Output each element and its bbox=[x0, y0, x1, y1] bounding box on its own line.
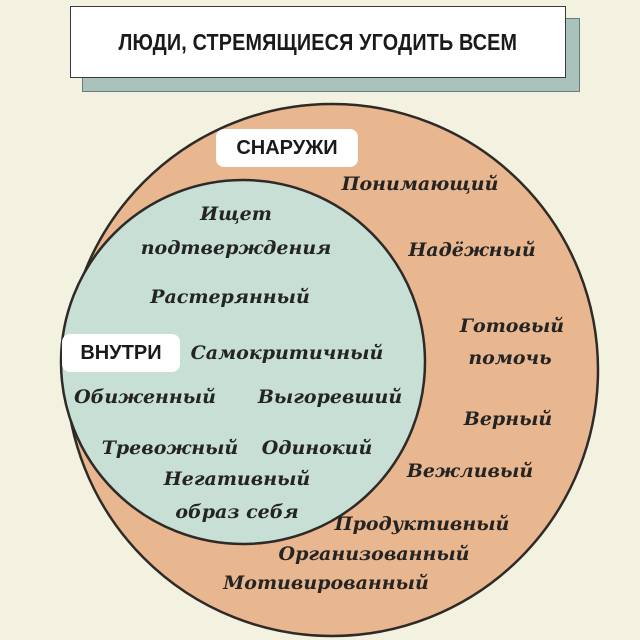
inside-trait-approval: подтверждения bbox=[140, 237, 332, 259]
inner-circle bbox=[59, 178, 427, 546]
outside-trait-to-help: помочь bbox=[468, 347, 552, 369]
outside-trait-loyal: Верный bbox=[463, 408, 553, 430]
inside-trait-lonely: Одинокий bbox=[261, 437, 373, 459]
inside-trait-offended: Обиженный bbox=[74, 386, 216, 408]
outside-trait-organized: Организованный bbox=[278, 543, 470, 565]
inside-trait-seeks: Ищет bbox=[200, 203, 272, 225]
inside-trait-self-image: образ себя bbox=[175, 501, 299, 523]
outside-trait-reliable: Надёжный bbox=[408, 239, 536, 261]
label-outside: СНАРУЖИ bbox=[216, 129, 358, 167]
outside-trait-understanding: Понимающий bbox=[341, 173, 499, 195]
inside-trait-self-critical: Самокритичный bbox=[190, 342, 384, 364]
outside-trait-productive: Продуктивный bbox=[334, 513, 510, 535]
outside-trait-polite: Вежливый bbox=[406, 460, 534, 482]
inside-trait-anxious: Тревожный bbox=[101, 437, 239, 459]
inside-trait-negative: Негативный bbox=[163, 468, 311, 490]
page-title: ЛЮДИ, СТРЕМЯЩИЕСЯ УГОДИТЬ ВСЕМ bbox=[118, 28, 518, 55]
inside-trait-burned-out: Выгоревший bbox=[257, 386, 403, 408]
outside-trait-motivated: Мотивированный bbox=[223, 572, 429, 594]
label-inside: ВНУТРИ bbox=[62, 334, 180, 372]
inside-trait-confused: Растерянный bbox=[150, 286, 310, 308]
title-box: ЛЮДИ, СТРЕМЯЩИЕСЯ УГОДИТЬ ВСЕМ bbox=[70, 6, 566, 78]
outside-trait-ready: Готовый bbox=[459, 315, 565, 337]
